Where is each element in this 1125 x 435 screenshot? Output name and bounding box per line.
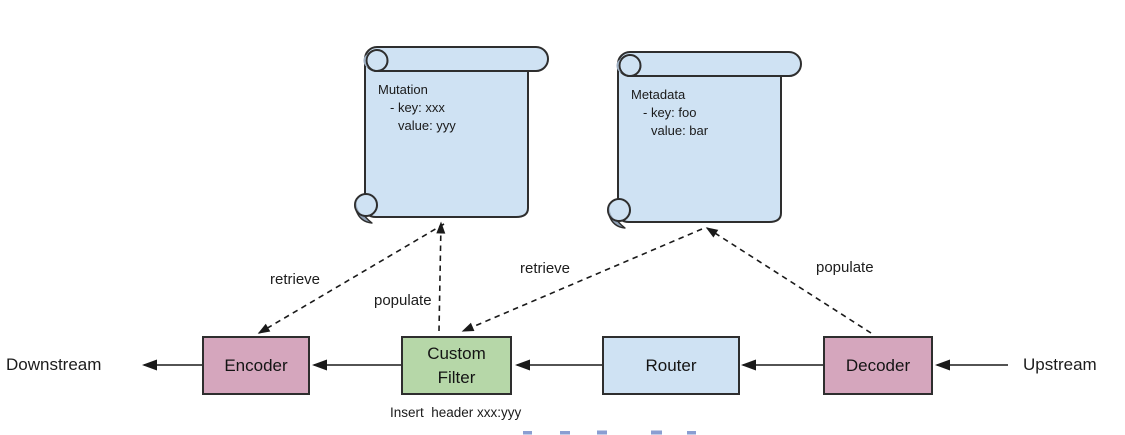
custom-filter-note: Insert header xxx:yyy: [390, 405, 522, 420]
edge-decoder-populate-to-metadata: [705, 227, 872, 334]
edge-customfilter-populate-to-mutation: [436, 221, 446, 332]
scroll-entry-key: - key: xxx: [390, 100, 445, 115]
scroll-shape: [607, 51, 802, 229]
edge-label-encoder-retrieve: retrieve: [270, 271, 321, 288]
scroll-entry-key: - key: foo: [643, 105, 697, 120]
downstream-label: Downstream: [6, 355, 102, 374]
scroll-title: Metadata: [631, 87, 686, 102]
scroll-mutation: Mutation - key: xxx value: yyy: [352, 44, 552, 228]
upstream-label: Upstream: [1023, 355, 1097, 374]
scroll-mutation-text: Mutation - key: xxx value: yyy: [378, 81, 456, 135]
node-custom-filter: Custom Filter: [401, 336, 512, 395]
edge-metadata-retrieve-to-customfilter: [461, 228, 703, 332]
scroll-entry-value: value: bar: [651, 123, 709, 138]
edge-label-customfilter-retrieve: retrieve: [520, 260, 571, 277]
scroll-metadata-text: Metadata - key: foo value: bar: [631, 86, 708, 140]
scroll-entry-value: value: yyy: [398, 118, 456, 133]
node-decoder: Decoder: [823, 336, 933, 395]
node-encoder: Encoder: [202, 336, 310, 395]
node-custom-filter-label-line2: Filter: [437, 367, 476, 387]
node-router: Router: [602, 336, 740, 395]
node-decoder-label: Decoder: [845, 355, 911, 375]
clipped-text-fragments: [523, 430, 696, 435]
scroll-metadata: Metadata - key: foo value: bar: [605, 49, 805, 233]
node-router-label: Router: [645, 355, 697, 375]
edge-label-decoder-populate: populate: [816, 259, 874, 276]
edge-label-customfilter-populate: populate: [374, 292, 432, 309]
scroll-shape: [354, 46, 549, 224]
scroll-title: Mutation: [378, 82, 428, 97]
node-encoder-label: Encoder: [224, 355, 288, 375]
node-custom-filter-label-line1: Custom: [427, 343, 486, 363]
